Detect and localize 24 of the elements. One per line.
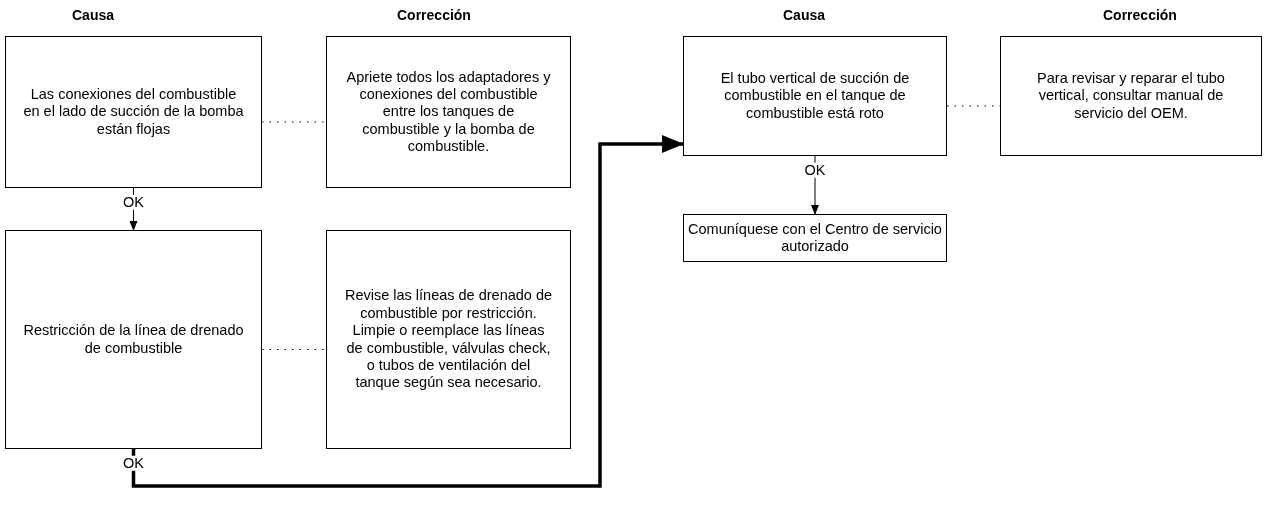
dotted-connector: [261, 121, 327, 123]
box-text: Para revisar y reparar el tubo vertical, consultar manual de servicio del OEM.: [1036, 69, 1226, 123]
box-text: Las conexiones del combustible en el lado de succión de la bomba están flojas: [22, 85, 245, 139]
text-box: [683, 36, 947, 156]
text-box: [326, 36, 571, 188]
edge-label: OK: [802, 162, 828, 178]
text-box: [683, 214, 947, 262]
arrow: [131, 135, 684, 488]
box-text: Apriete todos los adaptadores y conexiones del combustible entre los tanques de combustible y la bomba de combustible.: [345, 68, 552, 156]
edge-label: OK: [121, 455, 146, 471]
text-box: [5, 36, 262, 188]
column-heading: Corrección: [1103, 8, 1177, 22]
box-text: El tubo vertical de succión de combustible en el tanque de combustible está roto: [719, 69, 911, 123]
column-heading: Corrección: [397, 8, 471, 22]
column-heading: Causa: [72, 8, 115, 22]
box-text: Comuníquese con el Centro de servicio autorizado: [688, 220, 942, 256]
text-box: [1000, 36, 1262, 156]
dotted-connector: [261, 349, 327, 350]
text-box: [326, 230, 571, 449]
box-text: Restricción de la línea de drenado de combustible: [22, 322, 245, 357]
box-text: Revise las líneas de drenado de combustible por restricción. Limpie o reemplace las líneas de combustible, válvulas check, o tubos de ventilación del tanque según sea necesario.: [343, 287, 554, 392]
text-box: [5, 230, 262, 449]
edge-label: OK: [121, 194, 146, 210]
column-heading: Causa: [783, 8, 826, 22]
